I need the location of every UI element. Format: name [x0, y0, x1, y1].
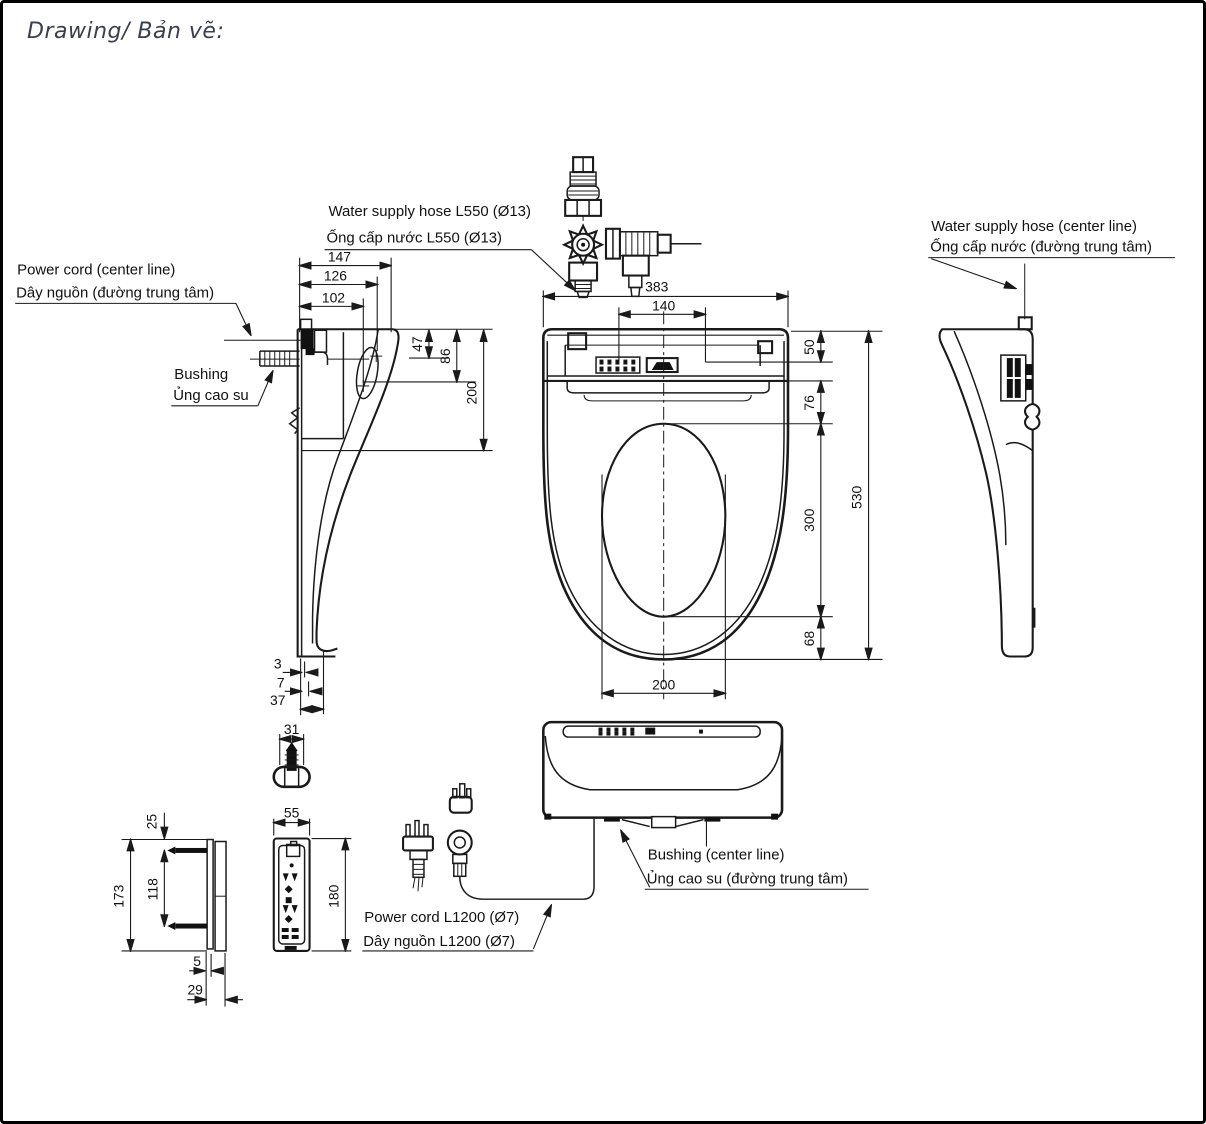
mounting-clip: [288, 407, 301, 435]
dim-7: 7: [277, 674, 285, 690]
dim-180: 180: [325, 884, 341, 907]
remote-control-front: 55 180: [274, 805, 352, 951]
label-power-cord-cl-vi: Dây nguồn (đường trung tâm): [16, 285, 214, 301]
dim-147: 147: [328, 249, 351, 265]
power-inlet-stub: [299, 318, 313, 330]
remote-control-side: 173 118 25 5 29: [111, 812, 243, 1007]
plan-view: 383 140 50 76 300 68 530: [542, 278, 883, 700]
dim-37: 37: [270, 692, 286, 708]
page-title: Drawing/ Bản vẽ:: [27, 19, 225, 44]
power-plug-parts: [402, 783, 595, 950]
label-water-hose-l550-vi: Ống cấp nước L550 (Ø13): [326, 229, 502, 247]
dim-383: 383: [645, 278, 668, 294]
side-grille: [1000, 354, 1033, 402]
mounting-screw-bottom: [167, 922, 208, 931]
ground-terminal: [446, 829, 473, 878]
power-inlet: [300, 329, 314, 350]
power-cord: [459, 818, 595, 900]
label-bushing-vi: Ủng cao su: [173, 386, 248, 404]
nozzle-shutter: [645, 357, 679, 374]
dim-140: 140: [652, 297, 675, 313]
bushing-right: [704, 817, 721, 822]
dim-55: 55: [284, 805, 300, 821]
center-marks: [357, 350, 383, 392]
wall-plug: [402, 819, 434, 892]
label-bushing-en: Bushing: [174, 367, 228, 383]
dim-29: 29: [187, 982, 203, 998]
dim-530: 530: [849, 485, 865, 508]
dim-86: 86: [437, 348, 453, 364]
label-water-hose-l550-en: Water supply hose L550 (Ø13): [328, 204, 530, 220]
label-power-cord-l1200-vi: Dây nguồn L1200 (Ø7): [363, 934, 515, 950]
dim-300: 300: [801, 508, 817, 531]
rear-view: [542, 720, 784, 888]
label-bushing-cl-vi: Ủng cao su (đường trung tâm): [647, 869, 848, 887]
dim-173: 173: [111, 884, 127, 907]
label-power-cord-l1200-en: Power cord L1200 (Ø7): [364, 910, 519, 926]
dim-102: 102: [322, 289, 345, 305]
dim-118: 118: [144, 878, 160, 900]
technical-drawing: 147 126 102 47 86 200 3 7 37: [15, 156, 1175, 1007]
dim-31: 31: [284, 721, 300, 737]
anchor-bolt: 31: [272, 721, 311, 789]
dim-200-side: 200: [464, 381, 480, 404]
side-view-right: [938, 263, 1041, 658]
side-view-left: 147 126 102 47 86 200 3 7 37: [224, 249, 493, 716]
label-bushing-cl-en: Bushing (center line): [648, 847, 785, 863]
dim-76: 76: [801, 395, 817, 411]
dim-25: 25: [143, 814, 159, 830]
dim-5: 5: [193, 953, 201, 969]
bushing-left: [603, 817, 620, 822]
bushing-part: [249, 350, 300, 367]
callout-labels: Water supply hose L550 (Ø13) Ống cấp nướ…: [15, 204, 1175, 952]
dim-200-plan: 200: [652, 676, 675, 692]
dim-3: 3: [274, 655, 282, 671]
dim-126: 126: [324, 268, 347, 284]
hose-outlet: [650, 815, 677, 829]
side-lever: [1023, 402, 1041, 431]
remote-clip: [289, 840, 298, 847]
label-power-cord-cl-en: Power cord (center line): [17, 263, 175, 279]
label-water-hose-cl-en: Water supply hose (center line): [931, 219, 1137, 235]
dim-47: 47: [409, 336, 425, 352]
label-water-hose-cl-vi: Ống cấp nước (đường trung tâm): [930, 238, 1152, 256]
mounting-screw-top: [167, 846, 208, 855]
connector-plug: [448, 783, 473, 814]
water-valve-assembly: [561, 156, 702, 299]
remote-buttons: [281, 863, 299, 950]
lid-damper-box: [567, 332, 588, 351]
dim-68: 68: [801, 631, 817, 647]
remote-display: [285, 843, 301, 858]
dim-50: 50: [801, 339, 817, 355]
hinge-slot: [355, 346, 379, 400]
control-buttons: [595, 356, 641, 374]
